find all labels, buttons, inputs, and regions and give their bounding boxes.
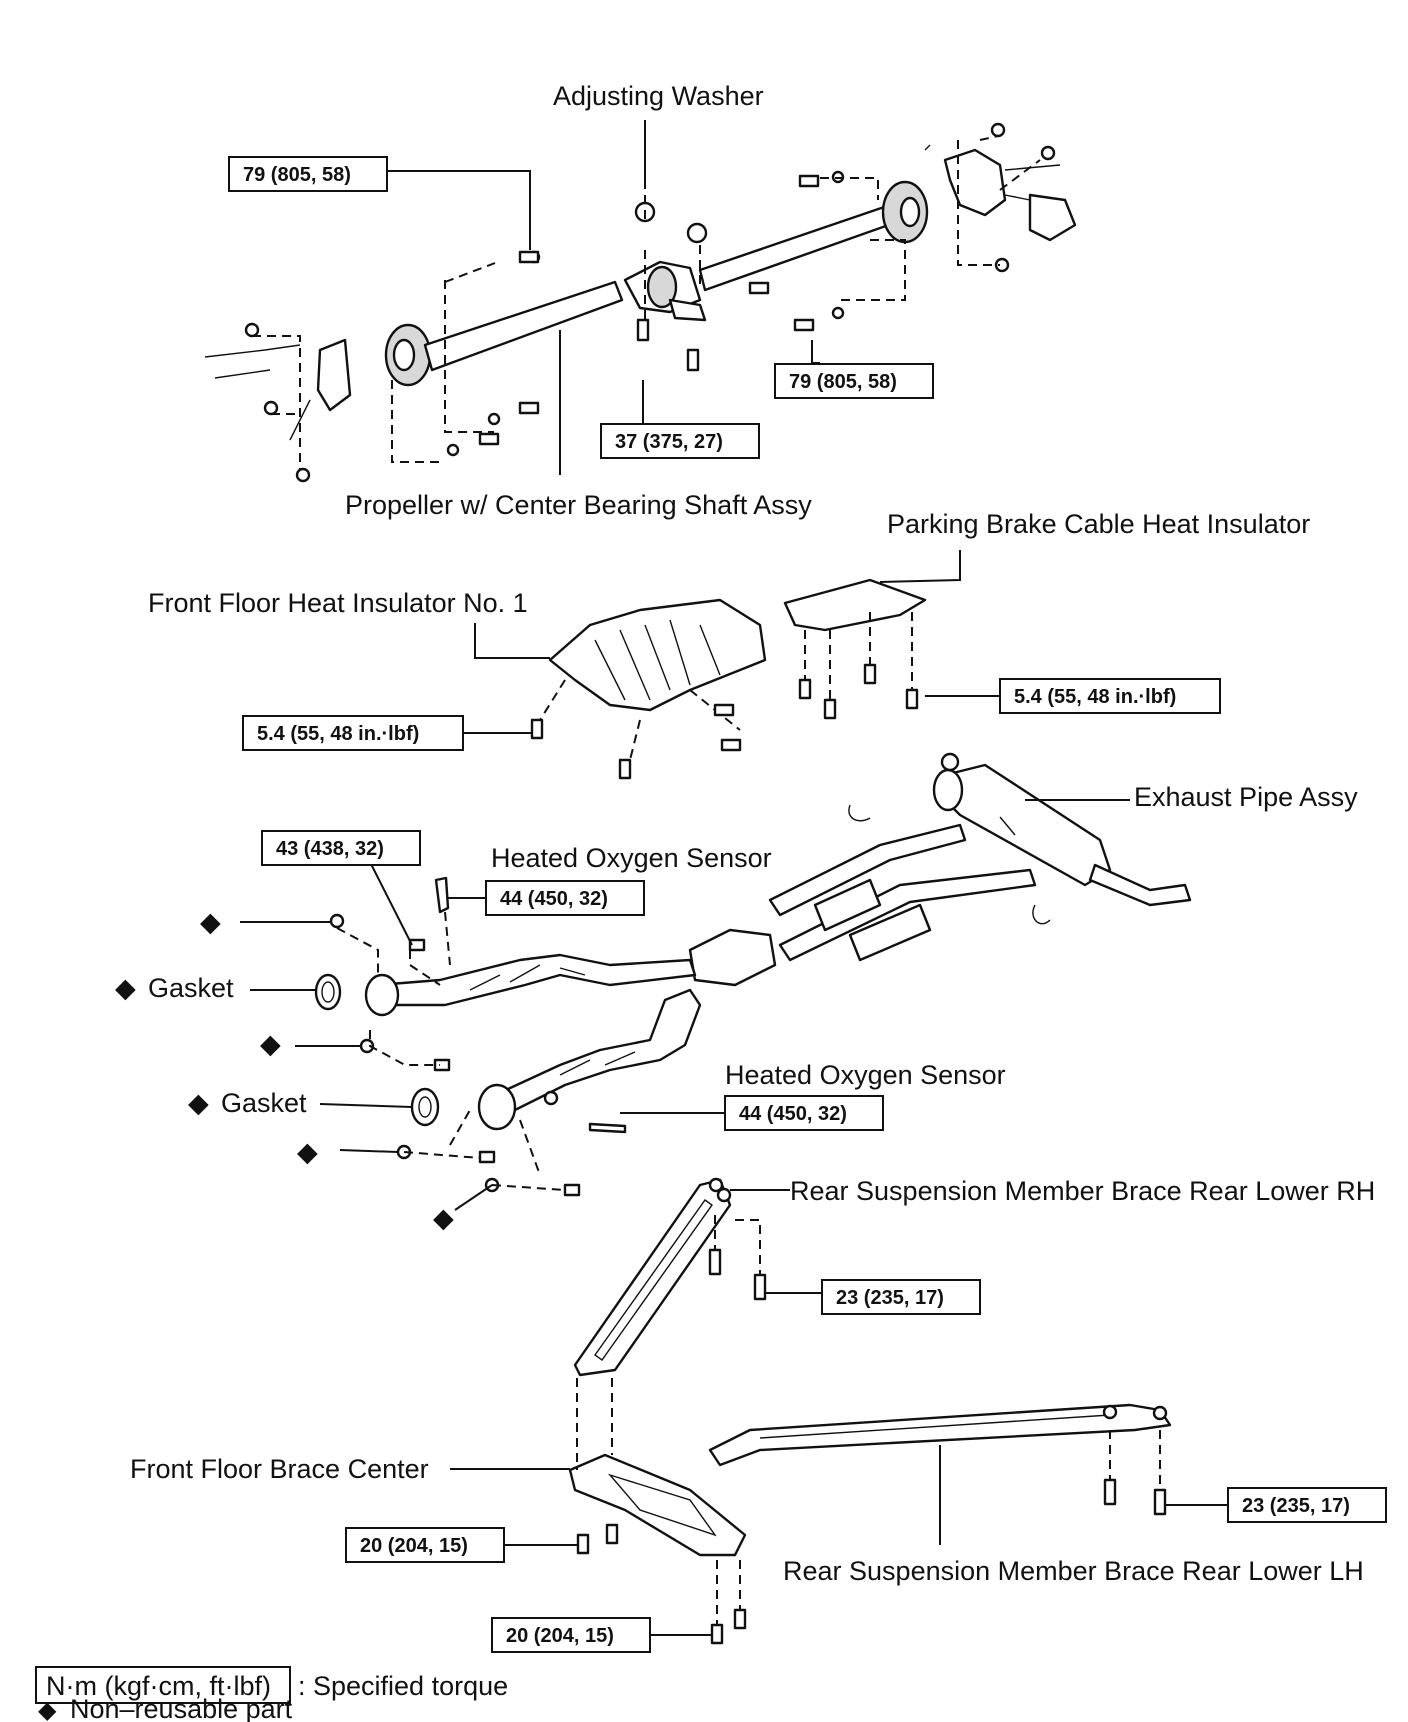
torque-insulator-front: 5.4 (55, 48 in.·lbf) [242, 715, 532, 751]
label-parking-brake-insulator: Parking Brake Cable Heat Insulator [887, 509, 1310, 539]
torque-center-bearing: 37 (375, 27) [600, 423, 760, 459]
svg-text:44 (450, 32): 44 (450, 32) [739, 1103, 847, 1125]
brace-lh-part [708, 1403, 1228, 1545]
svg-text:79 (805, 58): 79 (805, 58) [243, 164, 351, 186]
torque-o2-lower: 44 (450, 32) [724, 1095, 884, 1131]
svg-text:23 (235, 17): 23 (235, 17) [1242, 1495, 1350, 1517]
svg-text:5.4 (55, 48 in.·lbf): 5.4 (55, 48 in.·lbf) [257, 723, 419, 745]
diamond-nonreusable-6: ◆ [433, 1203, 454, 1233]
legend-unit-box: N·m (kgf·cm, ft·lbf) [46, 1671, 271, 1701]
label-adjusting-washer: Adjusting Washer [553, 81, 764, 111]
label-exhaust-pipe: Exhaust Pipe Assy [1134, 782, 1358, 812]
torque-prop-rear: 79 (805, 58) [774, 363, 934, 399]
svg-text:5.4 (55, 48 in.·lbf): 5.4 (55, 48 in.·lbf) [1014, 686, 1176, 708]
diamond-nonreusable-1: ◆ [200, 907, 221, 937]
diamond-nonreusable-4: ◆ [188, 1088, 209, 1118]
parking-brake-heat-insulator [783, 550, 961, 720]
torque-brace-lh: 23 (235, 17) [1227, 1487, 1387, 1523]
diamond-nonreusable-3: ◆ [260, 1029, 281, 1059]
torque-exhaust-front-flange: 43 (438, 32) [261, 830, 421, 866]
label-propeller-shaft: Propeller w/ Center Bearing Shaft Assy [345, 490, 812, 520]
diamond-nonreusable-5: ◆ [297, 1137, 318, 1167]
torque-floor-brace-2: 20 (204, 15) [491, 1617, 651, 1653]
front-floor-brace-part [450, 1378, 747, 1645]
label-brace-rh: Rear Suspension Member Brace Rear Lower … [790, 1176, 1375, 1206]
label-brace-lh: Rear Suspension Member Brace Rear Lower … [783, 1556, 1364, 1586]
svg-text:20 (204, 15): 20 (204, 15) [506, 1625, 614, 1647]
label-heated-o2-upper: Heated Oxygen Sensor [491, 843, 772, 873]
legend-unit-text: : Specified torque [298, 1671, 508, 1701]
exhaust-pipe-assembly [240, 752, 1192, 1211]
label-front-floor-brace: Front Floor Brace Center [130, 1454, 429, 1484]
svg-text:23 (235, 17): 23 (235, 17) [836, 1287, 944, 1309]
brace-rh-part [573, 1177, 822, 1377]
svg-text:20 (204, 15): 20 (204, 15) [360, 1535, 468, 1557]
legend-nonreusable-symbol: ◆ [38, 1697, 57, 1722]
label-heated-o2-lower: Heated Oxygen Sensor [725, 1060, 1006, 1090]
gasket-upper-part [314, 973, 342, 1011]
svg-text:79 (805, 58): 79 (805, 58) [789, 371, 897, 393]
torque-prop-front: 79 (805, 58) [228, 156, 388, 192]
svg-text:37 (375, 27): 37 (375, 27) [615, 431, 723, 453]
front-floor-heat-insulator [474, 598, 767, 780]
torque-brace-rh: 23 (235, 17) [821, 1279, 981, 1315]
torque-insulator-parking: 5.4 (55, 48 in.·lbf) [925, 678, 1221, 714]
gasket-lower-part [410, 1087, 440, 1127]
diamond-nonreusable-2: ◆ [115, 973, 136, 1003]
propeller-shaft-assembly [204, 120, 1077, 483]
torque-floor-brace-1: 20 (204, 15) [345, 1527, 505, 1563]
svg-text:44 (450, 32): 44 (450, 32) [500, 888, 608, 910]
label-gasket-lower: Gasket [221, 1088, 307, 1118]
legend-nonreusable-text: Non–reusable part [70, 1694, 293, 1722]
label-front-floor-insulator: Front Floor Heat Insulator No. 1 [148, 588, 528, 618]
label-gasket-upper: Gasket [148, 973, 234, 1003]
legend: N·m (kgf·cm, ft·lbf) : Specified torque … [35, 1666, 508, 1722]
torque-o2-upper: 44 (450, 32) [485, 880, 645, 916]
svg-text:43 (438, 32): 43 (438, 32) [276, 838, 384, 860]
